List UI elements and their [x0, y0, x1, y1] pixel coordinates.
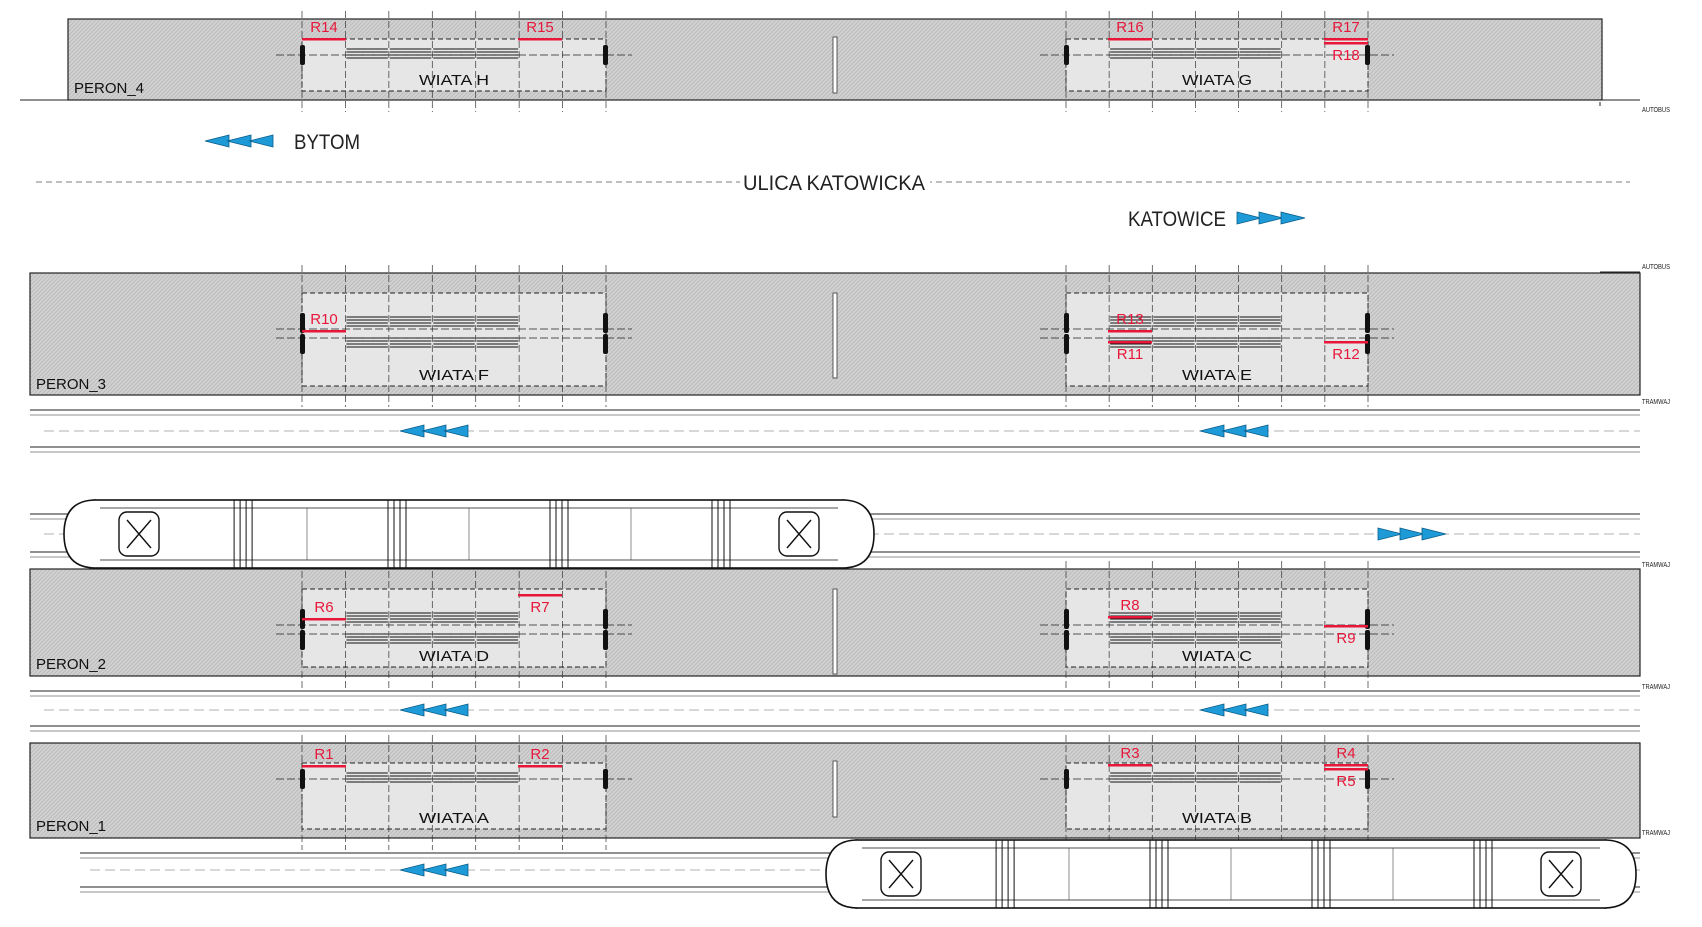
marker-bar: [1324, 625, 1368, 628]
tram-top: [63, 499, 875, 569]
platform-label: PERON_3: [36, 376, 106, 393]
platform-label: PERON_2: [36, 656, 106, 673]
marker-bar: [1324, 42, 1368, 45]
track-arrow: [1199, 703, 1269, 717]
marker-label: R10: [310, 311, 338, 328]
lane-label: AUTOBUS: [1642, 264, 1670, 271]
marker-bar: [1108, 341, 1152, 344]
marker-label: R4: [1336, 745, 1355, 762]
track-arrow: [399, 863, 469, 877]
marker-label: R7: [530, 599, 549, 616]
track-arrow: [1199, 424, 1269, 438]
marker-bar: [1324, 38, 1368, 41]
platform-label: PERON_1: [36, 818, 106, 835]
marker-bar: [302, 38, 346, 41]
shelter-label: WIATA E: [1182, 367, 1252, 384]
marker-bar: [1324, 341, 1368, 344]
marker-label: R9: [1336, 630, 1355, 647]
marker-bar: [1324, 768, 1368, 771]
street-name: ULICA KATOWICKA: [743, 172, 925, 195]
marker-label: R18: [1332, 47, 1360, 64]
marker-label: R8: [1120, 597, 1139, 614]
direction-east: KATOWICE: [1128, 208, 1226, 231]
shelter-label: WIATA D: [419, 648, 489, 665]
tram-bottom: [825, 839, 1637, 909]
marker-label: R1: [314, 746, 333, 763]
direction-west: BYTOM: [294, 131, 360, 154]
marker-bar: [1108, 330, 1152, 333]
marker-label: R17: [1332, 19, 1360, 36]
marker-label: R14: [310, 19, 338, 36]
marker-label: R15: [526, 19, 554, 36]
shelter-label: WIATA F: [419, 367, 489, 384]
track-arrow: [399, 424, 469, 438]
track-arrow: [399, 703, 469, 717]
marker-bar: [1108, 616, 1152, 619]
marker-bar: [302, 618, 346, 621]
shelter-wiata-a: WIATA A R1 R2: [276, 735, 632, 850]
lane-label: TRAMWAJ: [1642, 399, 1670, 406]
marker-label: R5: [1336, 773, 1355, 790]
shelter-label: WIATA G: [1182, 72, 1252, 89]
track-arrow: [1377, 527, 1447, 541]
arrow-to-katowice: [1236, 211, 1306, 225]
platform-label: PERON_4: [74, 80, 144, 97]
marker-label: R12: [1332, 346, 1360, 363]
marker-bar: [302, 330, 346, 333]
marker-label: R3: [1120, 745, 1139, 762]
marker-label: R13: [1116, 311, 1144, 328]
marker-bar: [1324, 764, 1368, 767]
arrow-to-bytom: [204, 134, 274, 148]
shelter-label: WIATA C: [1182, 648, 1252, 665]
shelter-wiata-d: WIATA D R6 R7: [276, 561, 632, 688]
marker-bar: [302, 765, 346, 768]
marker-label: R6: [314, 599, 333, 616]
marker-bar: [518, 594, 562, 597]
marker-bar: [1108, 38, 1152, 41]
marker-bar: [518, 38, 562, 41]
lane-label: TRAMWAJ: [1642, 830, 1670, 837]
lane-label: TRAMWAJ: [1642, 684, 1670, 691]
marker-label: R11: [1117, 346, 1143, 363]
shelter-label: WIATA B: [1182, 810, 1252, 827]
shelter-wiata-h: WIATA H R14 R15: [276, 11, 632, 112]
shelter-wiata-f: WIATA F R10: [276, 265, 632, 407]
marker-label: R2: [530, 746, 549, 763]
marker-bar: [1108, 764, 1152, 767]
marker-bar: [518, 765, 562, 768]
lane-label: TRAMWAJ: [1642, 562, 1670, 569]
marker-label: R16: [1116, 19, 1144, 36]
shelter-label: WIATA H: [419, 72, 489, 89]
shelter-label: WIATA A: [419, 810, 489, 827]
lane-label: AUTOBUS: [1642, 107, 1670, 114]
